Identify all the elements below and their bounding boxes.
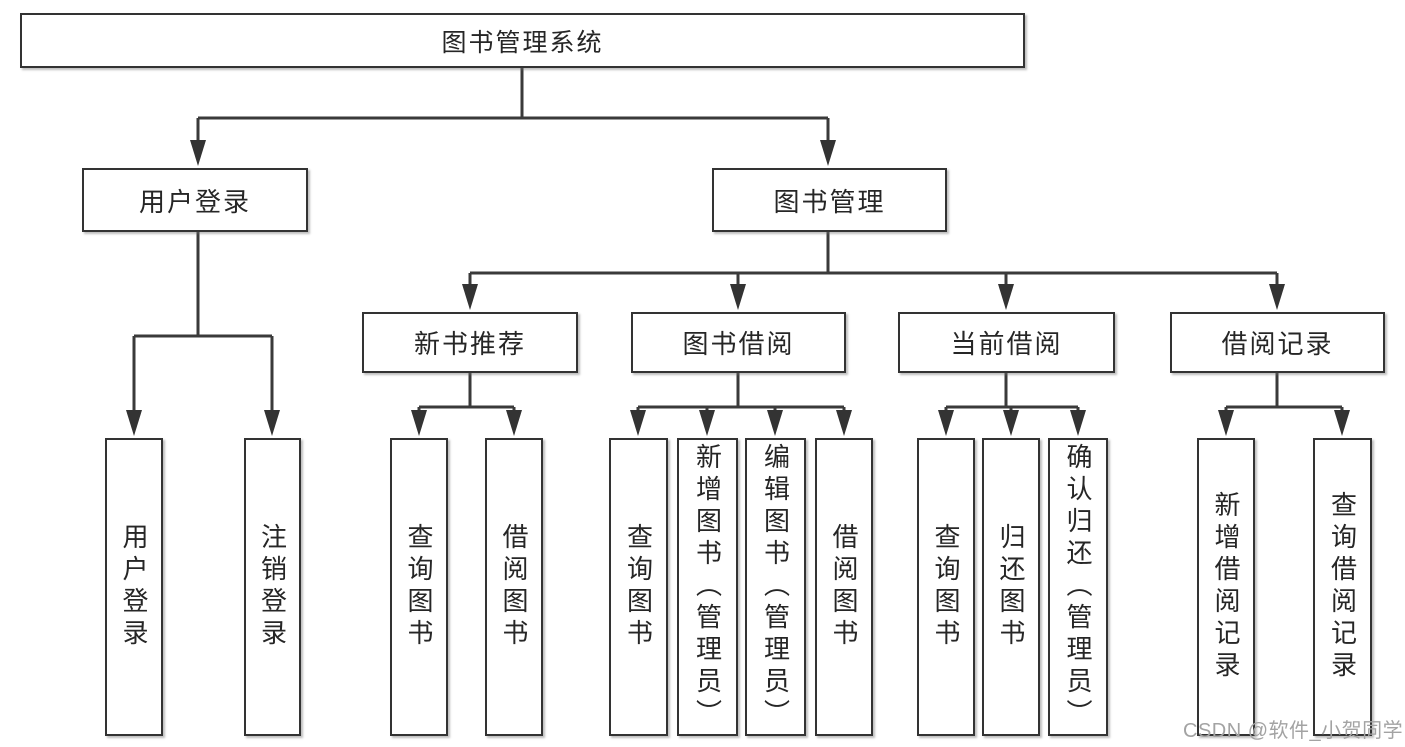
node-label: 用户登录 xyxy=(119,523,149,651)
arrow-down-icon xyxy=(767,410,783,436)
node-label: 确认归还（管理员） xyxy=(1063,443,1093,731)
leaf-logout: 注销登录 xyxy=(244,438,301,736)
arrow-down-icon xyxy=(1070,410,1086,436)
connector-new-book-recommend-children xyxy=(417,373,516,412)
connector-current-borrowing-children xyxy=(944,373,1080,412)
leaf-query-books-borrowing: 查询图书 xyxy=(609,438,668,736)
leaf-query-books-recommend: 查询图书 xyxy=(390,438,448,736)
arrow-down-icon xyxy=(998,284,1014,310)
arrow-down-icon xyxy=(820,140,836,166)
node-label: 编辑图书（管理员） xyxy=(760,443,791,731)
connector-book-borrowing-children xyxy=(636,373,846,412)
node-label: 图书管理系统 xyxy=(441,28,604,57)
leaf-user-login: 用户登录 xyxy=(105,438,163,736)
arrow-down-icon xyxy=(190,140,206,166)
arrow-down-icon xyxy=(699,410,715,436)
leaf-edit-book-admin: 编辑图书（管理员） xyxy=(745,438,806,736)
node-label: 借阅图书 xyxy=(829,523,859,651)
leaf-add-book-admin: 新增图书（管理员） xyxy=(677,438,738,736)
node-label: 查询图书 xyxy=(623,523,654,651)
node-label: 新增借阅记录 xyxy=(1211,491,1241,683)
node-label: 注销登录 xyxy=(257,523,288,651)
leaf-add-borrow-record: 新增借阅记录 xyxy=(1197,438,1255,736)
leaf-borrow-books-recommend: 借阅图书 xyxy=(485,438,543,736)
arrow-down-icon xyxy=(730,284,746,310)
leaf-query-borrow-record: 查询借阅记录 xyxy=(1313,438,1372,736)
arrow-down-icon xyxy=(264,410,280,436)
arrow-down-icon xyxy=(126,410,142,436)
node-label: 查询图书 xyxy=(404,523,434,651)
arrow-down-icon xyxy=(1334,410,1350,436)
node-label: 查询借阅记录 xyxy=(1327,491,1358,683)
leaf-return-books: 归还图书 xyxy=(982,438,1040,736)
node-book-borrowing: 图书借阅 xyxy=(631,312,846,373)
arrow-down-icon xyxy=(938,410,954,436)
node-user-login: 用户登录 xyxy=(82,168,308,232)
node-new-book-recommend: 新书推荐 xyxy=(362,312,578,373)
arrow-down-icon xyxy=(462,284,478,310)
connector-user-login-children xyxy=(132,232,274,411)
arrow-down-icon xyxy=(411,410,427,436)
node-current-borrowing: 当前借阅 xyxy=(898,312,1115,373)
node-book-management: 图书管理 xyxy=(712,168,947,232)
node-library-management-system: 图书管理系统 xyxy=(20,13,1025,68)
leaf-confirm-return-admin: 确认归还（管理员） xyxy=(1048,438,1108,736)
node-label: 归还图书 xyxy=(996,523,1026,651)
node-label: 新书推荐 xyxy=(413,329,526,359)
node-label: 用户登录 xyxy=(138,186,251,217)
leaf-borrow-books: 借阅图书 xyxy=(815,438,873,736)
arrow-down-icon xyxy=(1269,284,1285,310)
arrow-down-icon xyxy=(836,410,852,436)
connector-borrow-records-children xyxy=(1224,373,1344,412)
node-label: 借阅记录 xyxy=(1221,329,1334,359)
leaf-query-books-current: 查询图书 xyxy=(917,438,975,736)
node-label: 新增图书（管理员） xyxy=(692,443,723,731)
node-label: 借阅图书 xyxy=(499,523,529,651)
arrow-down-icon xyxy=(1218,410,1234,436)
node-label: 图书借阅 xyxy=(682,329,795,359)
connector-book-management-children xyxy=(468,232,1279,286)
node-label: 当前借阅 xyxy=(950,329,1063,359)
node-label: 图书管理 xyxy=(773,186,886,217)
connector-root-children xyxy=(196,68,830,142)
arrow-down-icon xyxy=(630,410,646,436)
watermark-text: CSDN @软件_小贺同学 xyxy=(1183,720,1404,742)
node-borrow-records: 借阅记录 xyxy=(1170,312,1385,373)
arrowheads xyxy=(126,140,1350,436)
node-label: 查询图书 xyxy=(931,523,961,651)
arrow-down-icon xyxy=(1003,410,1019,436)
arrow-down-icon xyxy=(506,410,522,436)
